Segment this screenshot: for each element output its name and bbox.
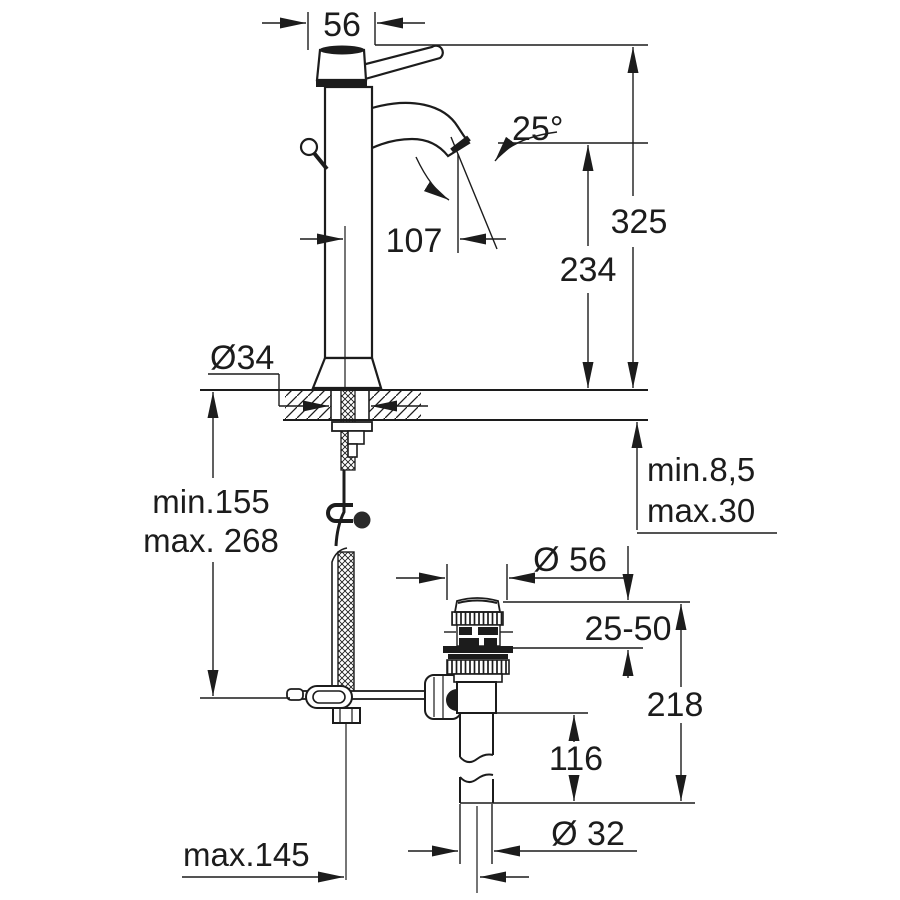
below-deck-assembly	[326, 389, 373, 693]
spout	[371, 101, 471, 158]
angle-arc-left	[415, 156, 450, 201]
mounting-washer	[331, 421, 373, 432]
stream-angle-line	[450, 136, 498, 250]
deck-hatch-right	[369, 391, 421, 419]
faucet-fixture	[299, 44, 471, 390]
dim-deck-thickness	[631, 422, 777, 534]
rod-end-cap	[286, 688, 304, 701]
reference-lines	[375, 44, 695, 804]
dim-label-waste-flange-range: 25-50	[585, 610, 672, 648]
dimension-graphics	[182, 12, 777, 893]
deck-section	[200, 389, 648, 421]
waste-body	[456, 681, 497, 714]
dim-label-below-deck-max: max. 268	[143, 522, 279, 559]
dim-label-deck-thickness-max: max.30	[647, 492, 755, 529]
dim-label-below-deck-min: min.155	[152, 483, 269, 520]
waste-flange-band-1	[443, 646, 513, 653]
dim-label-drain-offset: max.145	[183, 836, 310, 873]
waste-knurled-ring	[446, 659, 510, 675]
dimension-labels: 56 25° 107 325 234 Ø34 min.155 max. 268 …	[143, 6, 755, 873]
plug-serration	[451, 611, 504, 626]
waste-flange-band-2	[448, 654, 508, 659]
pop-up-linkage	[286, 685, 429, 880]
lever-handle	[356, 44, 444, 81]
pull-rod-stem	[312, 151, 329, 171]
cartridge-cap	[315, 48, 368, 82]
waste-step	[453, 673, 503, 683]
base-flare	[311, 356, 383, 390]
angle-arc-right	[494, 131, 558, 162]
tail-pipe	[459, 713, 494, 803]
dim-label-deck-thickness-min: min.8,5	[647, 451, 755, 488]
mounting-block-step	[347, 443, 358, 458]
aerator-tip-icon	[450, 135, 471, 154]
ball-joint	[446, 689, 457, 711]
dim-label-total-height: 325	[611, 203, 668, 241]
clevis-slot	[312, 690, 346, 704]
pull-rod-knob	[299, 137, 319, 157]
dim-label-spout-projection: 107	[386, 222, 443, 260]
flex-hose-braided	[337, 551, 355, 693]
dim-label-tailpipe-diameter: Ø 32	[551, 815, 625, 853]
mounting-block	[347, 430, 365, 445]
dim-spout-projection	[300, 226, 506, 389]
dim-label-tailpipe-length: 116	[549, 740, 603, 778]
dim-label-outlet-height: 234	[560, 251, 617, 289]
hose-nut	[332, 707, 361, 724]
body-column	[323, 85, 374, 360]
pop-up-rod	[334, 470, 346, 547]
dim-tailpipe-diameter	[408, 804, 637, 893]
cap-ring	[316, 80, 367, 87]
dim-label-hole-diameter: Ø34	[210, 339, 274, 377]
plug-mechanism-blocks	[459, 627, 498, 646]
dim-label-waste-cap-diameter: Ø 56	[533, 541, 607, 579]
dim-waste-cap-diameter	[396, 564, 632, 600]
dim-label-waste-height: 218	[647, 686, 704, 724]
dim-spout-angle	[415, 131, 558, 253]
dim-label-handle-width: 56	[323, 6, 361, 44]
rod-clip	[326, 503, 353, 523]
pop-up-waste	[424, 597, 513, 803]
dim-below-deck-range	[200, 392, 290, 699]
cap-top	[319, 45, 365, 55]
dim-label-spout-angle: 25°	[512, 110, 563, 148]
dim-handle-width	[262, 12, 425, 50]
dim-hole-diameter	[208, 373, 428, 412]
hose-left-edge	[331, 547, 348, 688]
deck-hatch-left	[285, 391, 331, 419]
plug-cap-top-line	[457, 599, 498, 604]
clip-ball	[353, 511, 371, 529]
